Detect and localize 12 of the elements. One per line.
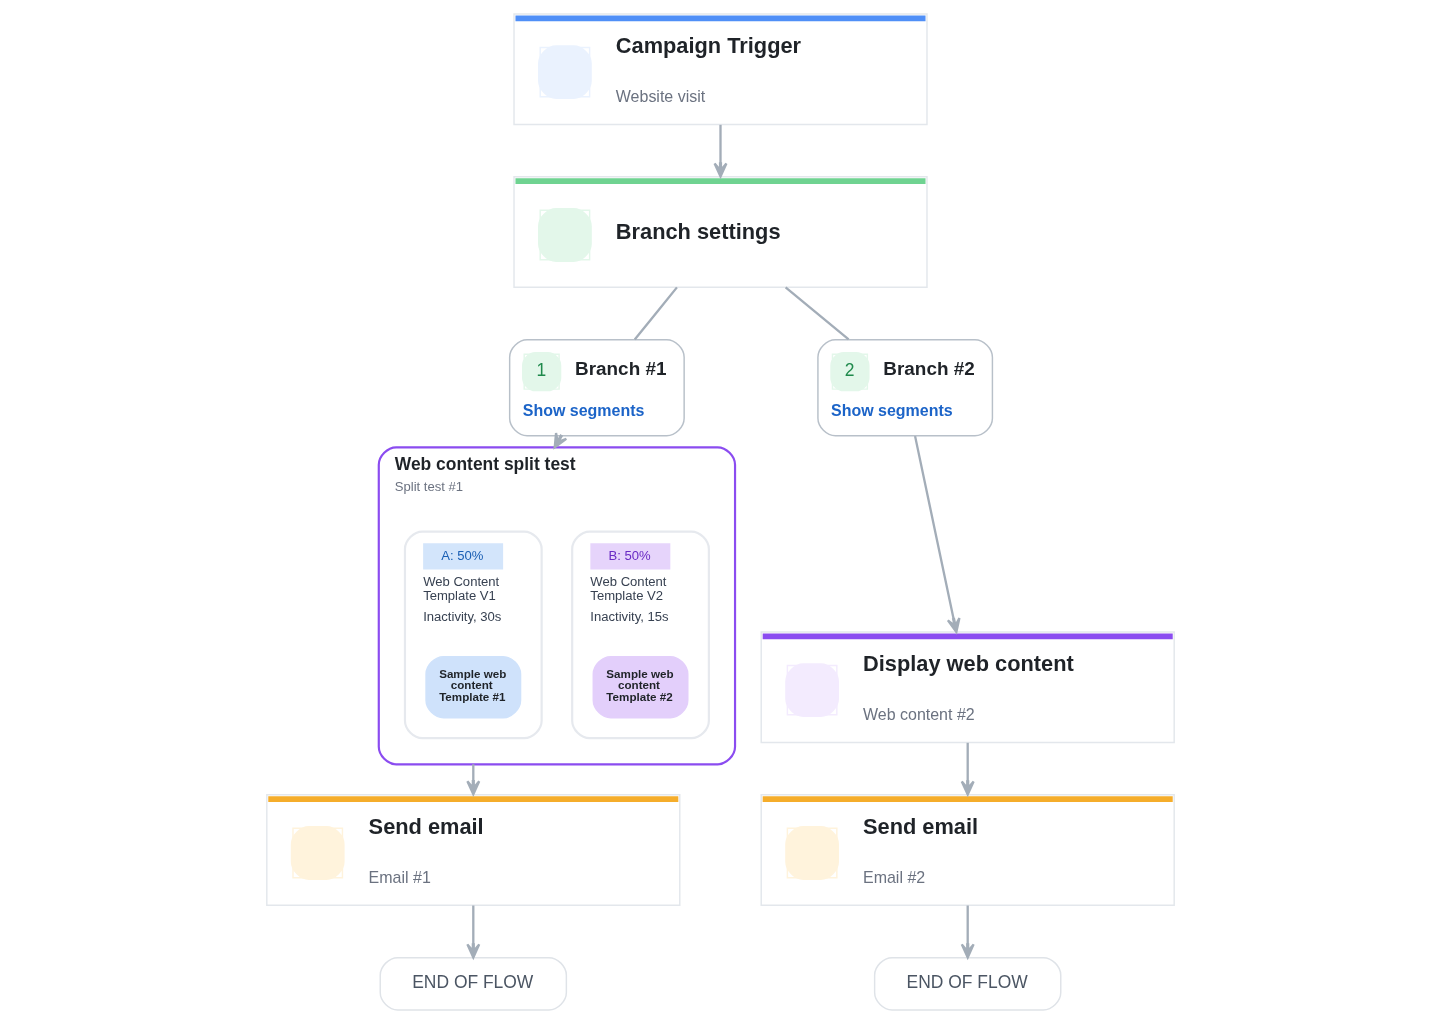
- arrow: [960, 905, 975, 959]
- node-box: Sample web content Template #2: [592, 655, 688, 719]
- arrow: [960, 742, 975, 796]
- node-box: END OF FLOW: [873, 956, 1061, 1011]
- node-box: Sample web content Template #1: [424, 655, 521, 719]
- arrow: [465, 905, 480, 959]
- arrow: [913, 435, 961, 634]
- arrow: [712, 124, 728, 178]
- connector: [633, 286, 678, 341]
- node-box: END OF FLOW: [379, 956, 567, 1011]
- connector: [784, 286, 849, 341]
- arrow: [553, 431, 567, 449]
